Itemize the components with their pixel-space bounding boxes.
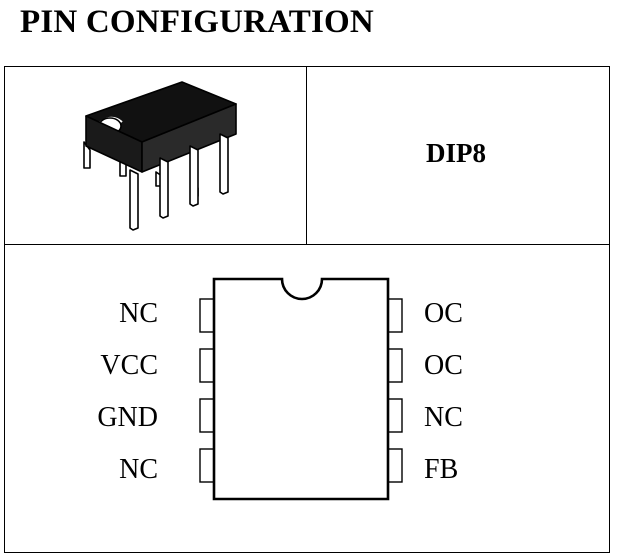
pin-label-left-1: NC <box>119 298 158 329</box>
table-divider-horizontal <box>4 244 610 245</box>
page-title: PIN CONFIGURATION <box>20 4 374 40</box>
chip-body <box>212 277 390 501</box>
pin-label-right-2: OC <box>424 350 463 381</box>
pin-right-1 <box>387 298 403 333</box>
pin-left-2 <box>199 348 215 383</box>
pin-label-right-1: OC <box>424 298 463 329</box>
pin-label-left-4: NC <box>119 454 158 485</box>
pin-label-right-3: NC <box>424 402 463 433</box>
pin-left-4 <box>199 448 215 483</box>
pin-label-left-2: VCC <box>100 350 158 381</box>
table-divider-vertical <box>306 66 307 244</box>
pin-left-3 <box>199 398 215 433</box>
pin-label-right-4: FB <box>424 454 459 485</box>
pin-right-2 <box>387 348 403 383</box>
pin-right-3 <box>387 398 403 433</box>
pin-left-1 <box>199 298 215 333</box>
pin-right-4 <box>387 448 403 483</box>
pin-table <box>4 66 610 553</box>
pin-label-left-3: GND <box>97 402 158 433</box>
package-name: DIP8 <box>426 138 486 168</box>
